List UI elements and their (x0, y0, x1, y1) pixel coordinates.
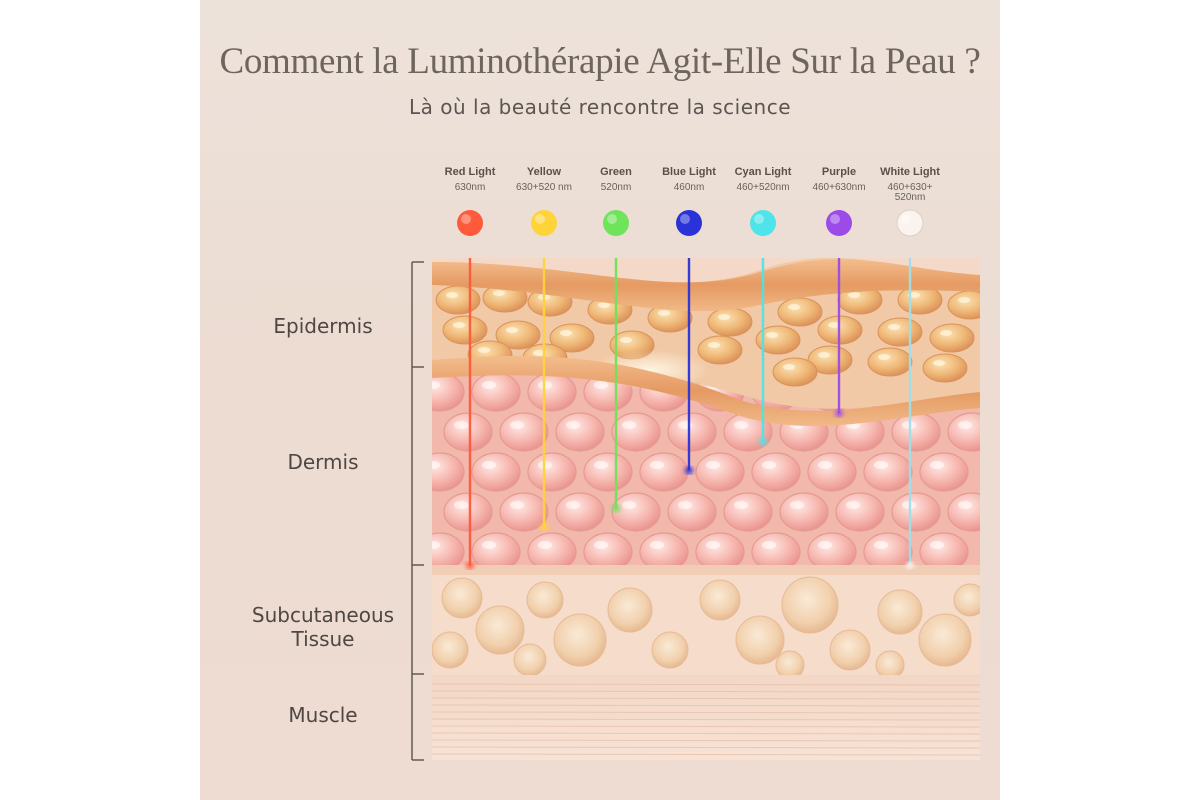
dermis-cell (432, 452, 465, 492)
fat-cell (918, 613, 972, 667)
fat-cell (475, 605, 525, 655)
fat-cell (953, 583, 980, 617)
dermis-cell (723, 492, 773, 532)
dermis-cell (947, 492, 980, 532)
skin-surface-band (432, 259, 980, 312)
light-label-white: White Light 460+630+ 520nm (867, 166, 953, 203)
fat-cell (699, 579, 741, 621)
epidermis-cell (549, 323, 595, 353)
light-orb (603, 210, 629, 236)
dermis-cell (891, 492, 941, 532)
layer-label-subcutaneous: Subcutaneous Tissue (251, 603, 395, 651)
light-name: Cyan Light (734, 166, 792, 178)
fat-cell (829, 629, 871, 671)
epidermis-cell (947, 290, 980, 320)
dermis-cell (751, 452, 801, 492)
fat-cell (441, 577, 483, 619)
light-label-yellow: Yellow 630+520 nm (501, 166, 587, 193)
dermis-cell (555, 412, 605, 452)
epidermis-cell (922, 353, 968, 383)
fat-cell (775, 650, 805, 680)
light-label-green: Green 520nm (573, 166, 659, 193)
fat-cell (553, 613, 607, 667)
light-wavelength: 460+520nm (736, 182, 790, 193)
page-title: Comment la Luminothérapie Agit-Elle Sur … (219, 41, 981, 82)
light-name: Yellow (526, 166, 562, 178)
light-orb (896, 209, 924, 237)
dermis-cell (527, 372, 577, 412)
layer-label-muscle: Muscle (288, 703, 358, 727)
light-wavelength: 460+630nm (812, 182, 866, 193)
light-beams (466, 258, 914, 570)
fat-cell (526, 581, 564, 619)
light-orb (826, 210, 852, 236)
layer-bracket (411, 261, 424, 761)
skin-cross-section (411, 209, 980, 761)
epidermis-cell (495, 320, 541, 350)
fat-cell (875, 650, 905, 680)
epidermis-cell (772, 357, 818, 387)
epidermis-cell (867, 347, 913, 377)
epidermis-cell (697, 335, 743, 365)
dermis-cell (779, 492, 829, 532)
dermis-cell (807, 452, 857, 492)
dermis-cell (555, 492, 605, 532)
dermis-cell (891, 412, 941, 452)
fat-cell (735, 615, 785, 665)
fat-cell (607, 587, 653, 633)
infographic-panel: Comment la Luminothérapie Agit-Elle Sur … (200, 0, 1000, 800)
epidermis-cell (755, 325, 801, 355)
dermis-cell (527, 452, 577, 492)
light-name: Red Light (444, 166, 496, 178)
dermis-cell (835, 492, 885, 532)
epidermis-cell (929, 323, 975, 353)
light-orb (531, 210, 557, 236)
dermis-cell (583, 452, 633, 492)
light-wavelength: 630nm (454, 182, 486, 193)
dermis-cell (863, 452, 913, 492)
dermis-cell (639, 452, 689, 492)
light-orb (676, 210, 702, 236)
light-wavelength: 460nm (673, 182, 705, 193)
dermis-cell (695, 452, 745, 492)
subcutaneous-cells (432, 576, 980, 680)
fat-cell (432, 631, 469, 669)
dermis-cell (919, 452, 969, 492)
muscle-region (432, 675, 980, 760)
light-name: Blue Light (662, 166, 716, 178)
light-wavelength: 630+520 nm (516, 182, 572, 193)
epidermis-cell (777, 297, 823, 327)
light-label-cyan: Cyan Light 460+520nm (720, 166, 806, 193)
light-orb (750, 210, 776, 236)
layer-label-epidermis: Epidermis (273, 314, 373, 338)
light-orb (457, 210, 483, 236)
light-orbs (457, 209, 924, 237)
fat-cell (781, 576, 839, 634)
dermis-cell (667, 492, 717, 532)
light-name: Purple (821, 166, 857, 178)
dermis-cell (471, 372, 521, 412)
epidermis-cell (877, 317, 923, 347)
fat-cell (513, 643, 547, 677)
dermis-cells (432, 372, 980, 572)
dermis-cell (432, 372, 465, 412)
light-name: Green (600, 166, 632, 178)
light-wavelength: 520nm (600, 182, 632, 193)
light-label-red: Red Light 630nm (427, 166, 513, 193)
dermis-cell (947, 412, 980, 452)
light-label-blue: Blue Light 460nm (646, 166, 732, 193)
layer-label-dermis: Dermis (287, 450, 359, 474)
page-subtitle: Là où la beauté rencontre la science (408, 95, 791, 119)
fat-cell (877, 589, 923, 635)
light-wavelength: 460+630+ 520nm (887, 182, 933, 203)
fat-cell (651, 631, 689, 669)
epidermis-boundary-band (432, 356, 980, 426)
muscle-fibers (432, 683, 980, 756)
light-name: White Light (880, 166, 940, 178)
dermis-cell (471, 452, 521, 492)
epidermis-cell (442, 315, 488, 345)
light-label-purple: Purple 460+630nm (796, 166, 882, 193)
epidermis-cell (707, 307, 753, 337)
